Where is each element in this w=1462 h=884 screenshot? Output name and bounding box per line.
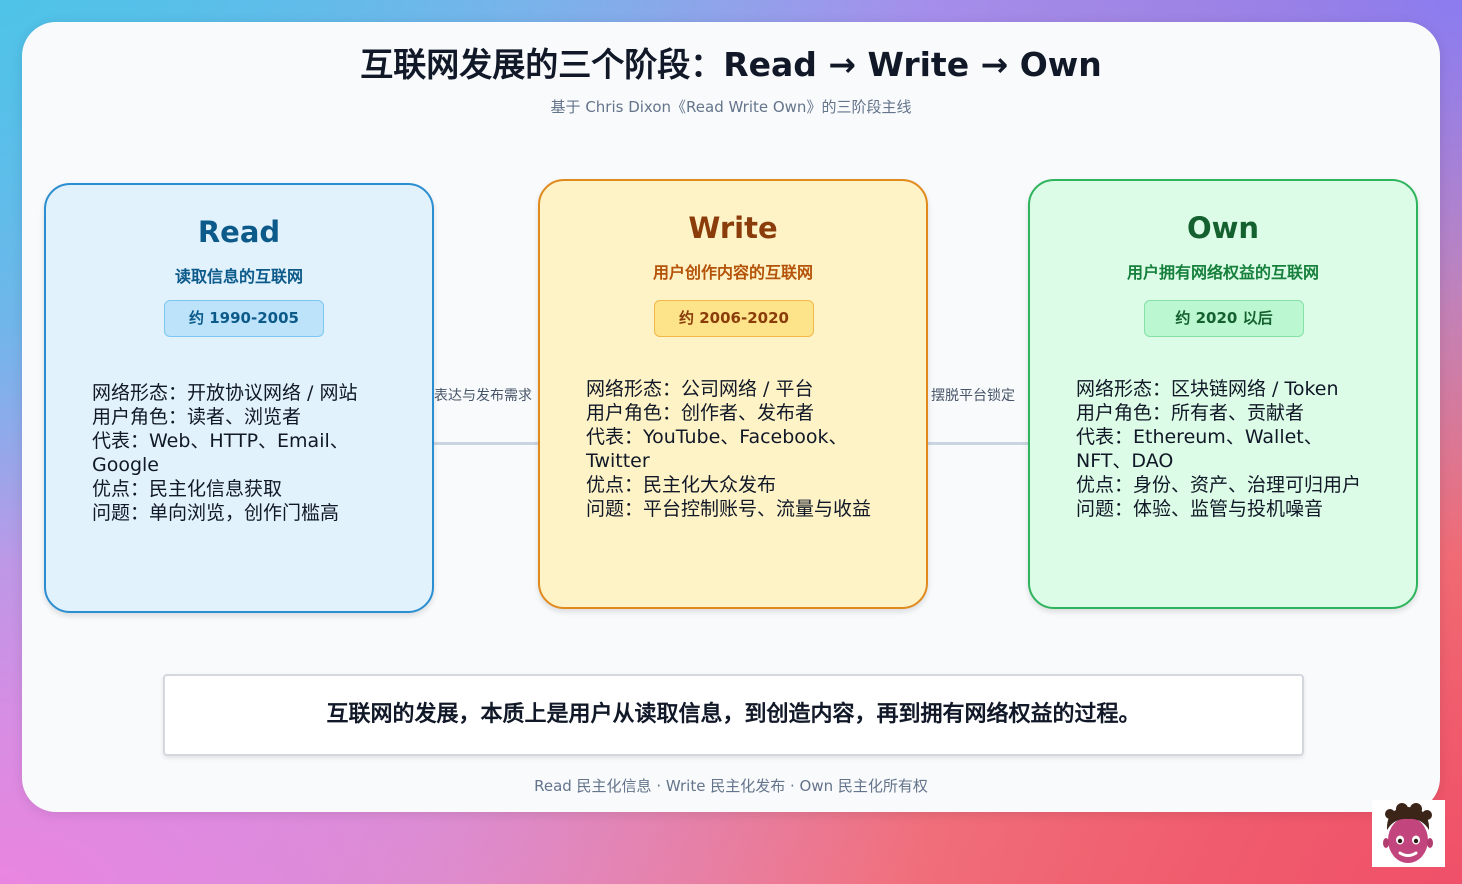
- connector-read-write: [434, 442, 538, 445]
- stage-fact: 问题：平台控制账号、流量与收益: [586, 498, 872, 520]
- stage-fact: 用户角色：读者、浏览者: [92, 406, 302, 428]
- stage-era-badge: 约 2006-2020: [654, 300, 814, 337]
- stage-era-badge: 约 1990-2005: [164, 300, 324, 337]
- stage-fact: 用户角色：所有者、贡献者: [1076, 402, 1305, 424]
- avatar: [1372, 800, 1445, 867]
- stage-fact: 代表：Web、HTTP、Email、Google: [92, 430, 349, 476]
- stage-facts: 网络形态：公司网络 / 平台 用户角色：创作者、发布者 代表：YouTube、F…: [586, 377, 886, 521]
- stage-facts: 网络形态：开放协议网络 / 网站 用户角色：读者、浏览者 代表：Web、HTTP…: [92, 381, 392, 525]
- stage-name: Read: [197, 215, 281, 249]
- page-subtitle: 基于 Chris Dixon《Read Write Own》的三阶段主线: [550, 98, 912, 116]
- stage-facts: 网络形态：区块链网络 / Token 用户角色：所有者、贡献者 代表：Ether…: [1076, 377, 1376, 521]
- stage-card-read: Read 读取信息的互联网 约 1990-2005 网络形态：开放协议网络 / …: [44, 183, 434, 613]
- stage-fact: 问题：单向浏览，创作门槛高: [92, 502, 340, 524]
- stage-desc: 用户拥有网络权益的互联网: [1126, 263, 1319, 282]
- stage-fact: 网络形态：开放协议网络 / 网站: [92, 382, 358, 404]
- stage-fact: 代表：YouTube、Facebook、Twitter: [586, 426, 848, 472]
- stage-card-write: Write 用户创作内容的互联网 约 2006-2020 网络形态：公司网络 /…: [538, 179, 928, 609]
- stage-desc: 用户创作内容的互联网: [652, 263, 813, 282]
- page-title: 互联网发展的三个阶段：Read → Write → Own: [360, 45, 1102, 84]
- stage-fact: 优点：民主化大众发布: [586, 474, 777, 496]
- stage-card-own: Own 用户拥有网络权益的互联网 约 2020 以后 网络形态：区块链网络 / …: [1028, 179, 1418, 609]
- footer-caption: Read 民主化信息 · Write 民主化发布 · Own 民主化所有权: [534, 777, 928, 795]
- stage-era-badge: 约 2020 以后: [1144, 300, 1304, 337]
- connector-label-write-own: 摆脱平台锁定: [931, 388, 1015, 404]
- summary-box: 互联网的发展，本质上是用户从读取信息，到创造内容，再到拥有网络权益的过程。: [163, 674, 1304, 756]
- stage-name: Write: [688, 211, 778, 245]
- stage-fact: 优点：民主化信息获取: [92, 478, 283, 500]
- stage-fact: 优点：身份、资产、治理可归用户: [1076, 474, 1362, 496]
- stage-fact: 网络形态：公司网络 / 平台: [586, 378, 814, 400]
- stage-name: Own: [1186, 211, 1260, 245]
- connector-label-read-write: 表达与发布需求: [434, 388, 532, 404]
- stage-fact: 用户角色：创作者、发布者: [586, 402, 815, 424]
- stage-fact: 代表：Ethereum、Wallet、NFT、DAO: [1076, 426, 1323, 472]
- stage-fact: 网络形态：区块链网络 / Token: [1076, 378, 1339, 400]
- avatar-face-icon: [1383, 803, 1433, 863]
- connector-write-own: [928, 442, 1028, 445]
- stage-fact: 问题：体验、监管与投机噪音: [1076, 498, 1324, 520]
- stage-desc: 读取信息的互联网: [174, 267, 303, 286]
